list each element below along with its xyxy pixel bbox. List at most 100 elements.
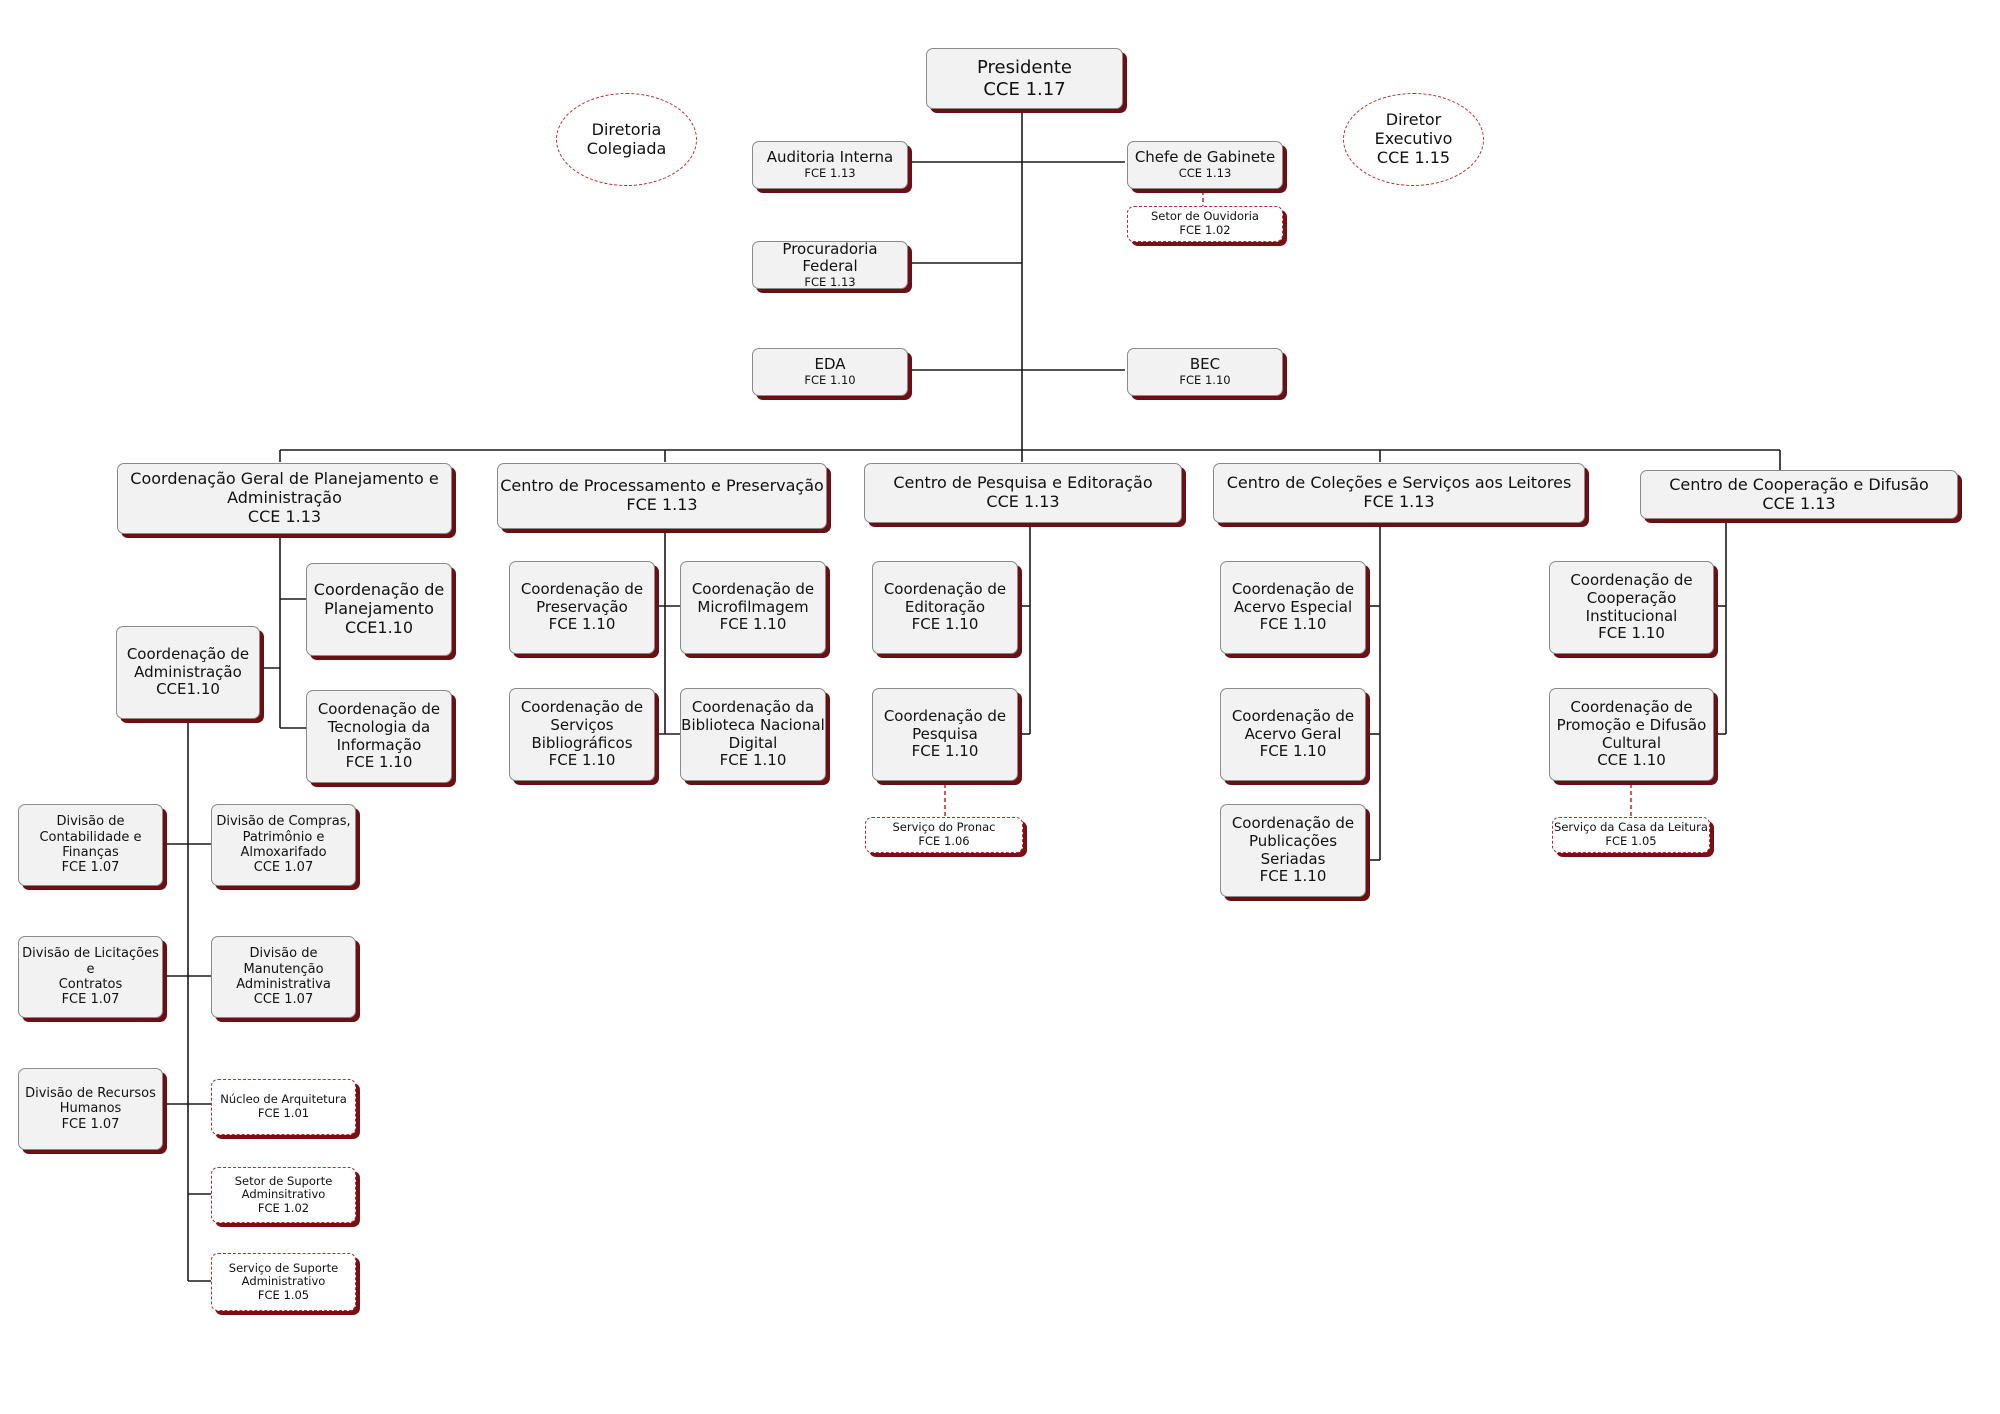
coord-promocao-title: Coordenação de Promoção e Difusão Cultur…: [1556, 698, 1707, 752]
auditoria-interna-code: FCE 1.13: [804, 166, 856, 181]
bec-box: BEC FCE 1.10: [1127, 348, 1283, 396]
coord-microfilmagem-box: Coordenação de Microfilmagem FCE 1.10: [680, 561, 826, 654]
coord-preservacao-title: Coordenação de Preservação: [520, 579, 644, 616]
diretor-executivo-oval: Diretor Executivo CCE 1.15: [1343, 93, 1484, 186]
servico-pronac-box: Serviço do Pronac FCE 1.06: [865, 817, 1023, 853]
div-licitacoes-title: Divisão de Licitações e Contratos: [22, 946, 159, 992]
setor-ouvidoria-box: Setor de Ouvidoria FCE 1.02: [1127, 206, 1283, 242]
setor-ouvidoria-title: Setor de Ouvidoria: [1151, 209, 1259, 224]
coord-pesquisa-title: Coordenação de Pesquisa: [883, 706, 1007, 743]
cpe-title: Centro de Pesquisa e Editoração: [893, 473, 1153, 493]
presidente-code: CCE 1.17: [983, 78, 1066, 100]
cpe-box: Centro de Pesquisa e Editoração CCE 1.13: [864, 463, 1182, 523]
diretoria-colegiada-oval: Diretoria Colegiada: [556, 93, 697, 186]
chefe-gabinete-code: CCE 1.13: [1178, 166, 1232, 181]
div-manutencao-title: Divisão de Manutenção Administrativa: [236, 946, 331, 992]
coord-pesquisa-code: FCE 1.10: [911, 742, 979, 761]
coord-bib-digital-box: Coordenação da Biblioteca Nacional Digit…: [680, 688, 826, 781]
setor-ouvidoria-code: FCE 1.02: [1179, 223, 1231, 237]
cpe-code: CCE 1.13: [986, 492, 1060, 511]
div-rh-code: FCE 1.07: [61, 1116, 120, 1132]
coord-ti-code: FCE 1.10: [345, 753, 413, 772]
ccsl-code: FCE 1.13: [1363, 492, 1435, 511]
cgpa-box: Coordenação Geral de Planejamento e Admi…: [117, 463, 452, 534]
procuradoria-federal-title: Procuradoria Federal: [782, 239, 878, 276]
eda-box: EDA FCE 1.10: [752, 348, 908, 396]
coord-microfilmagem-title: Coordenação de Microfilmagem: [691, 579, 815, 616]
ccsl-title: Centro de Coleções e Serviços aos Leitor…: [1226, 473, 1572, 493]
coord-pub-seriadas-code: FCE 1.10: [1259, 867, 1327, 886]
coord-microfilmagem-code: FCE 1.10: [719, 615, 787, 634]
coord-promocao-box: Coordenação de Promoção e Difusão Cultur…: [1549, 688, 1714, 781]
coord-servicos-bib-box: Coordenação de Serviços Bibliográficos F…: [509, 688, 655, 781]
cpp-code: FCE 1.13: [626, 495, 698, 514]
div-manutencao-code: CCE 1.07: [253, 992, 314, 1008]
ccsl-box: Centro de Coleções e Serviços aos Leitor…: [1213, 463, 1585, 523]
cpp-box: Centro de Processamento e Preservação FC…: [497, 463, 827, 529]
div-contabilidade-code: FCE 1.07: [61, 860, 120, 876]
coord-editoracao-title: Coordenação de Editoração: [883, 579, 1007, 616]
coord-coop-inst-box: Coordenação de Cooperação Institucional …: [1549, 561, 1714, 654]
servico-suporte-adm-title: Serviço de Suporte Administrativo: [228, 1260, 339, 1289]
coord-bib-digital-title: Coordenação da Biblioteca Nacional Digit…: [681, 698, 825, 752]
coord-acervo-geral-title: Coordenação de Acervo Geral: [1231, 706, 1355, 743]
presidente-box: Presidente CCE 1.17: [926, 48, 1123, 109]
coord-administracao-title: Coordenação de Administração: [126, 644, 250, 681]
nucleo-arquitetura-title: Núcleo de Arquitetura: [220, 1092, 347, 1107]
div-manutencao-box: Divisão de Manutenção Administrativa CCE…: [211, 936, 356, 1018]
coord-bib-digital-code: FCE 1.10: [719, 751, 787, 770]
ccd-title: Centro de Cooperação e Difusão: [1669, 474, 1929, 494]
servico-pronac-code: FCE 1.06: [918, 834, 970, 848]
coord-planejamento-title: Coordenação de Planejamento: [313, 580, 445, 619]
coord-administracao-code: CCE1.10: [156, 680, 220, 699]
div-compras-title: Divisão de Compras, Patrimônio e Almoxar…: [216, 814, 351, 860]
ccd-box: Centro de Cooperação e Difusão CCE 1.13: [1640, 470, 1958, 519]
div-rh-box: Divisão de Recursos Humanos FCE 1.07: [18, 1068, 163, 1150]
eda-code: FCE 1.10: [804, 373, 856, 388]
coord-coop-inst-code: FCE 1.10: [1598, 624, 1665, 643]
coord-servicos-bib-code: FCE 1.10: [548, 751, 616, 770]
eda-title: EDA: [814, 355, 846, 374]
div-licitacoes-box: Divisão de Licitações e Contratos FCE 1.…: [18, 936, 163, 1018]
procuradoria-federal-box: Procuradoria Federal FCE 1.13: [752, 239, 908, 289]
presidente-title: Presidente: [976, 57, 1073, 79]
chefe-gabinete-title: Chefe de Gabinete: [1134, 148, 1276, 167]
coord-acervo-especial-title: Coordenação de Acervo Especial: [1231, 579, 1355, 616]
cpp-title: Centro de Processamento e Preservação: [500, 476, 824, 496]
coord-servicos-bib-title: Coordenação de Serviços Bibliográficos: [520, 698, 644, 752]
servico-suporte-adm-box: Serviço de Suporte Administrativo FCE 1.…: [211, 1253, 356, 1311]
div-licitacoes-code: FCE 1.07: [61, 992, 120, 1008]
auditoria-interna-title: Auditoria Interna: [766, 148, 894, 167]
div-contabilidade-title: Divisão de Contabilidade e Finanças: [39, 814, 142, 860]
div-contabilidade-box: Divisão de Contabilidade e Finanças FCE …: [18, 804, 163, 886]
setor-suporte-adm-box: Setor de Suporte Adminsitrativo FCE 1.02: [211, 1167, 356, 1223]
auditoria-interna-box: Auditoria Interna FCE 1.13: [752, 141, 908, 189]
procuradoria-federal-code: FCE 1.13: [804, 274, 856, 289]
nucleo-arquitetura-box: Núcleo de Arquitetura FCE 1.01: [211, 1079, 356, 1135]
servico-pronac-title: Serviço do Pronac: [892, 820, 996, 835]
coord-ti-box: Coordenação de Tecnologia da Informação …: [306, 690, 452, 783]
coord-acervo-geral-box: Coordenação de Acervo Geral FCE 1.10: [1220, 688, 1366, 781]
coord-planejamento-box: Coordenação de Planejamento CCE1.10: [306, 563, 452, 656]
ccd-code: CCE 1.13: [1762, 493, 1836, 513]
coord-pesquisa-box: Coordenação de Pesquisa FCE 1.10: [872, 688, 1018, 781]
setor-suporte-adm-code: FCE 1.02: [257, 1200, 310, 1215]
diretor-executivo-title: Diretor Executivo CCE 1.15: [1374, 110, 1453, 167]
coord-acervo-especial-box: Coordenação de Acervo Especial FCE 1.10: [1220, 561, 1366, 654]
coord-preservacao-code: FCE 1.10: [548, 615, 616, 634]
nucleo-arquitetura-code: FCE 1.01: [257, 1106, 310, 1120]
servico-casa-leitura-box: Serviço da Casa da Leitura FCE 1.05: [1552, 817, 1710, 853]
diretoria-colegiada-title: Diretoria Colegiada: [586, 119, 667, 158]
cgpa-code: CCE 1.13: [247, 506, 322, 526]
coord-ti-title: Coordenação de Tecnologia da Informação: [317, 700, 441, 754]
coord-pub-seriadas-box: Coordenação de Publicações Seriadas FCE …: [1220, 804, 1366, 897]
servico-casa-leitura-title: Serviço da Casa da Leitura: [1554, 820, 1708, 835]
coord-planejamento-code: CCE1.10: [344, 617, 414, 637]
chefe-gabinete-box: Chefe de Gabinete CCE 1.13: [1127, 141, 1283, 189]
coord-acervo-especial-code: FCE 1.10: [1259, 615, 1327, 634]
coord-acervo-geral-code: FCE 1.10: [1259, 742, 1327, 761]
coord-coop-inst-title: Coordenação de Cooperação Institucional: [1570, 571, 1693, 625]
coord-administracao-box: Coordenação de Administração CCE1.10: [116, 626, 260, 719]
